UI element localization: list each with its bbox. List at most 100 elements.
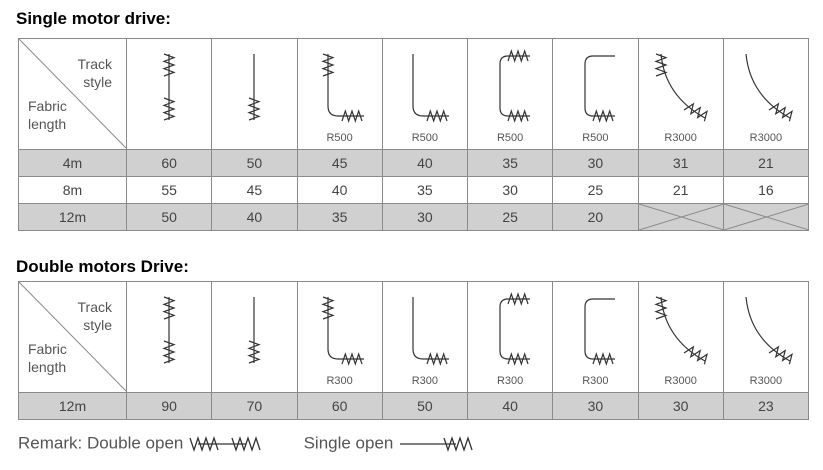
speed-value-cell: 30 [552, 392, 639, 420]
track-style-cell: R300 [466, 281, 554, 393]
speed-value-cell: 30 [466, 176, 554, 204]
speed-value-cell: 45 [211, 176, 298, 204]
single-motor-table: Track style Fabric length R500 R500 R500… [18, 38, 810, 231]
track-style-cell: R3000 [722, 38, 810, 150]
straight-double-open-icon [162, 53, 176, 121]
cross-out-icon [638, 204, 724, 230]
track-radius: R3000 [749, 132, 783, 144]
track-style-label: Track style [77, 299, 112, 333]
not-applicable-cell [637, 203, 724, 231]
speed-value-cell: 35 [381, 176, 469, 204]
speed-value-cell: 25 [552, 176, 639, 204]
u-shape-double-open-icon [499, 292, 531, 366]
fabric-length-cell: 8m [18, 176, 127, 204]
single-motor-title: Single motor drive: [16, 9, 171, 28]
fabric-length-cell: 12m [18, 203, 127, 231]
speed-value-cell: 40 [381, 149, 469, 177]
track-radius: R500 [411, 132, 439, 144]
speed-value-cell: 90 [125, 392, 213, 420]
fabric-length-cell: 4m [18, 149, 127, 177]
speed-value-cell: 25 [466, 203, 554, 231]
double-motor-title: Double motors Drive: [16, 257, 189, 276]
speed-value-cell: 30 [552, 149, 639, 177]
speed-value-cell: 30 [381, 203, 469, 231]
remark-single-open-label: Single open [303, 433, 394, 453]
corner-header: Track style Fabric length [18, 281, 127, 393]
fabric-length-cell: 12m [18, 392, 127, 420]
speed-value-cell: 35 [296, 203, 383, 231]
single-open-symbol-icon [400, 435, 473, 452]
track-radius: R300 [326, 375, 353, 387]
track-style-cell: R3000 [637, 281, 724, 393]
speed-value-cell: 21 [637, 176, 724, 204]
double-open-symbol-icon [189, 435, 261, 452]
speed-value-cell: 20 [552, 203, 639, 231]
track-radius: R3000 [664, 132, 697, 144]
track-style-cell [211, 281, 298, 393]
track-radius: R300 [411, 375, 439, 387]
curve-double-open-icon [653, 53, 708, 122]
fabric-length-label: Fabric length [28, 341, 67, 375]
track-radius: R3000 [664, 375, 697, 387]
track-style-cell: R3000 [637, 38, 724, 150]
u-shape-single-open-icon [584, 298, 616, 366]
fabric-length-label: Fabric length [28, 98, 67, 132]
track-style-cell [125, 38, 213, 150]
straight-double-open-icon [162, 296, 176, 364]
curve-single-open-icon [745, 53, 793, 122]
corner-header: Track style Fabric length [18, 38, 127, 150]
l-shape-single-open-icon [412, 297, 449, 366]
speed-value-cell: 21 [722, 149, 810, 177]
track-radius: R300 [582, 375, 609, 387]
track-style-cell: R500 [296, 38, 383, 150]
speed-value-cell: 30 [637, 392, 724, 420]
l-shape-single-open-icon [412, 54, 449, 123]
track-style-cell [211, 38, 298, 150]
track-radius: R500 [326, 132, 353, 144]
speed-value-cell: 60 [296, 392, 383, 420]
u-shape-single-open-icon [584, 55, 616, 123]
not-applicable-cell [722, 203, 810, 231]
speed-value-cell: 70 [211, 392, 298, 420]
track-radius: R300 [496, 375, 524, 387]
speed-value-cell: 40 [211, 203, 298, 231]
speed-value-cell: 55 [125, 176, 213, 204]
track-style-cell: R300 [381, 281, 469, 393]
track-style-cell: R500 [381, 38, 469, 150]
track-style-cell: R500 [552, 38, 639, 150]
l-shape-double-open-icon [320, 53, 364, 123]
remark: Remark: Double open Single open [18, 433, 474, 454]
straight-single-open-icon [247, 54, 262, 121]
track-style-label: Track style [77, 56, 112, 90]
remark-double-open-label: Remark: Double open [18, 433, 184, 453]
l-shape-double-open-icon [320, 296, 364, 366]
speed-value-cell: 23 [722, 392, 810, 420]
track-style-cell: R3000 [722, 281, 810, 393]
curve-double-open-icon [653, 296, 708, 365]
curve-single-open-icon [745, 296, 793, 365]
u-shape-double-open-icon [499, 49, 531, 123]
speed-value-cell: 50 [381, 392, 469, 420]
track-style-cell: R300 [296, 281, 383, 393]
track-radius: R500 [582, 132, 609, 144]
speed-value-cell: 60 [125, 149, 213, 177]
speed-value-cell: 50 [125, 203, 213, 231]
speed-value-cell: 16 [722, 176, 810, 204]
track-radius: R500 [496, 132, 524, 144]
double-motor-table: Track style Fabric length R300 R300 R300… [18, 281, 810, 420]
speed-value-cell: 50 [211, 149, 298, 177]
speed-value-cell: 31 [637, 149, 724, 177]
cross-out-icon [723, 204, 809, 230]
speed-value-cell: 45 [296, 149, 383, 177]
track-style-cell [125, 281, 213, 393]
track-style-cell: R500 [466, 38, 554, 150]
track-radius: R3000 [749, 375, 783, 387]
straight-single-open-icon [247, 297, 262, 364]
track-style-cell: R300 [552, 281, 639, 393]
speed-value-cell: 40 [296, 176, 383, 204]
speed-value-cell: 35 [466, 149, 554, 177]
speed-value-cell: 40 [466, 392, 554, 420]
